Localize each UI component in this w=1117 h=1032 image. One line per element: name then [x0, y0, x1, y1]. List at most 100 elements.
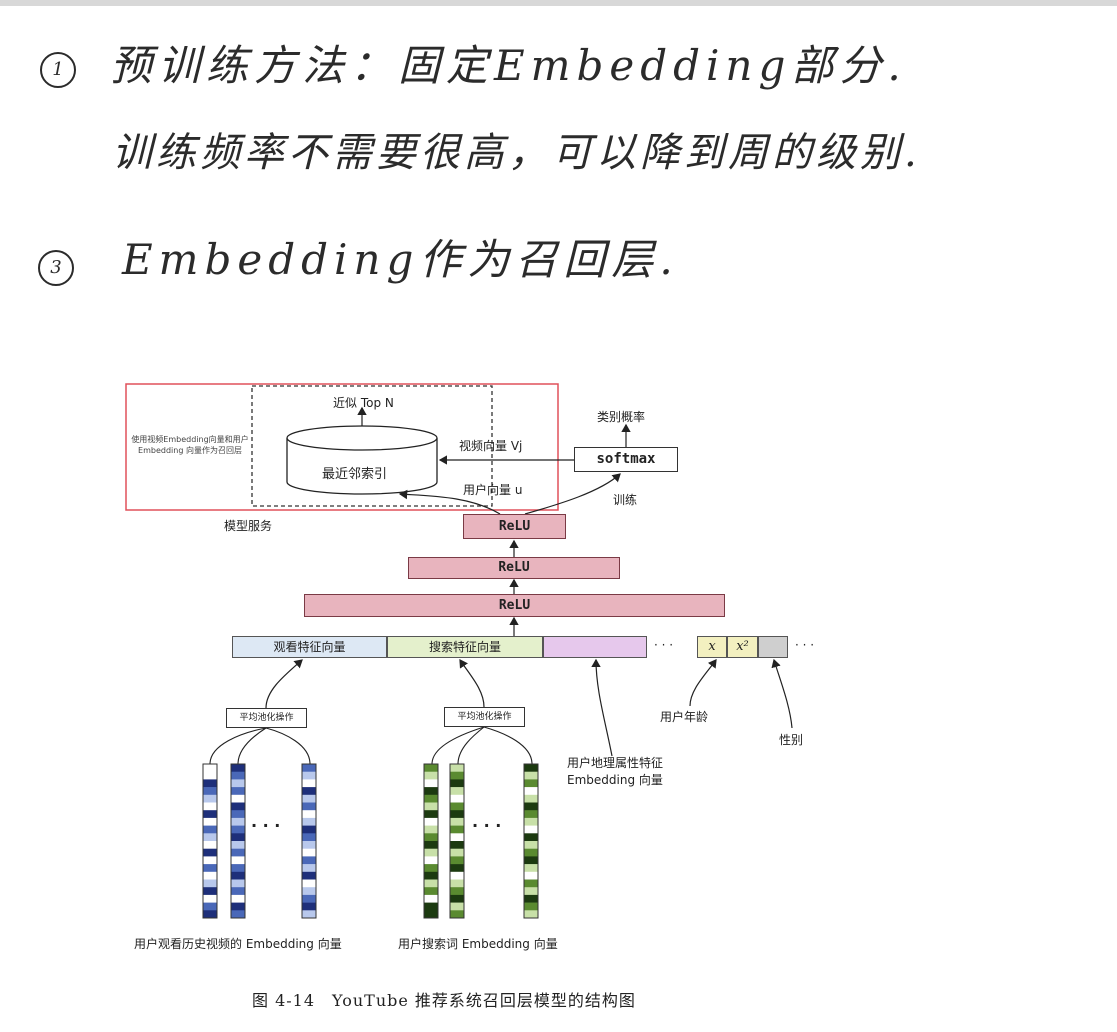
embedding-cell [450, 871, 464, 880]
embedding-cell [231, 771, 245, 780]
embedding-cell [302, 771, 316, 780]
embedding-cell [302, 810, 316, 819]
embedding-cell [231, 833, 245, 842]
embedding-cell [231, 779, 245, 788]
embedding-cell [524, 825, 538, 834]
embedding-cell [524, 871, 538, 880]
embedding-cell [424, 871, 438, 880]
embedding-cell [424, 887, 438, 896]
watch-history-label: 用户观看历史视频的 Embedding 向量 [134, 937, 342, 951]
relu-layer-1: ReLU [463, 514, 566, 539]
embedding-cell [424, 794, 438, 803]
embedding-cell [302, 841, 316, 849]
embedding-cell [450, 779, 464, 788]
ellipsis-right: · · · [795, 638, 815, 652]
video-vector-label: 视频向量 Vj [459, 439, 523, 453]
embedding-cell [450, 864, 464, 873]
embedding-cell [231, 879, 245, 888]
embedding-columns [202, 763, 539, 919]
embedding-cell [524, 810, 538, 819]
embedding-cell [302, 787, 316, 796]
embedding-column [423, 763, 439, 919]
embedding-cell [302, 856, 316, 865]
arrow-relu-to-softmax [524, 473, 621, 515]
embedding-cell [302, 825, 316, 834]
embedding-cell [524, 864, 538, 873]
embedding-cell [231, 887, 245, 896]
embedding-cell [302, 864, 316, 873]
embedding-cell [203, 894, 217, 903]
embedding-cell [424, 825, 438, 834]
embedding-cell [450, 848, 464, 857]
embedding-cell [302, 894, 316, 903]
embedding-column [301, 763, 317, 919]
user-vector-label: 用户向量 u [463, 483, 523, 497]
geo-label-line-2: Embedding 向量 [567, 773, 663, 787]
age-x2-cell: x² [727, 636, 758, 658]
model-serving-box [125, 383, 559, 511]
gender-label: 性别 [779, 733, 804, 747]
gender-cell [758, 636, 788, 658]
embedding-column [202, 763, 218, 919]
embedding-cell [424, 864, 438, 873]
embedding-cell [424, 848, 438, 857]
embedding-cell [524, 879, 538, 888]
embedding-cell [424, 879, 438, 888]
embedding-cell [231, 902, 245, 911]
embedding-cell [231, 848, 245, 857]
embedding-cell [450, 810, 464, 819]
embedding-cell [450, 879, 464, 888]
embedding-cell [524, 779, 538, 788]
serving-side-note: 使用视频Embedding向量和用户 Embedding 向量作为召回层 [131, 435, 249, 455]
embedding-cell [450, 902, 464, 911]
embedding-cell [524, 848, 538, 857]
embedding-cell [203, 902, 217, 911]
handwritten-line-2: 训练频率不需要很高，可以降到周的级别. [112, 130, 921, 176]
embedding-cell [302, 802, 316, 811]
embedding-column-outline [523, 763, 539, 919]
embedding-cell [203, 833, 217, 842]
ellipsis-middle: · · · [654, 638, 674, 652]
embedding-cell [231, 817, 245, 826]
handwritten-marker-1: 1 [40, 52, 76, 88]
avg-pool-watch: 平均池化操作 [226, 708, 307, 728]
embedding-cell [203, 794, 217, 803]
embedding-cell [450, 787, 464, 796]
embedding-cell [450, 825, 464, 834]
embedding-cell [450, 887, 464, 896]
embedding-cell [203, 856, 217, 865]
embedding-cell [231, 810, 245, 819]
embedding-cell [424, 910, 438, 919]
nearest-neighbor-index-cylinder [286, 425, 438, 495]
embedding-cell [524, 802, 538, 811]
embedding-cell [203, 848, 217, 857]
embedding-cell [450, 841, 464, 849]
embedding-cell [424, 764, 438, 772]
page-top-edge [0, 0, 1117, 6]
embedding-cell [450, 764, 464, 772]
embedding-column-outline [202, 763, 218, 919]
embedding-cell [424, 779, 438, 788]
embedding-cell [524, 841, 538, 849]
embedding-cell [203, 779, 217, 788]
embedding-column-outline [301, 763, 317, 919]
embedding-cell [450, 856, 464, 865]
arrow-age [689, 659, 717, 707]
embedding-column-outline [230, 763, 246, 919]
geo-label-line-1: 用户地理属性特征 [567, 756, 664, 770]
embedding-cell [231, 864, 245, 873]
embedding-cell [203, 910, 217, 919]
embedding-cell [524, 894, 538, 903]
embedding-cell [450, 833, 464, 842]
embedding-cell [231, 910, 245, 919]
embedding-cell [524, 910, 538, 919]
embedding-cell [524, 794, 538, 803]
embedding-cell [203, 817, 217, 826]
embedding-cell [302, 879, 316, 888]
model-serving-label: 模型服务 [224, 519, 273, 533]
embedding-cell [203, 825, 217, 834]
relu-layer-3: ReLU [304, 594, 725, 617]
embedding-cell [524, 764, 538, 772]
embedding-cell [450, 817, 464, 826]
